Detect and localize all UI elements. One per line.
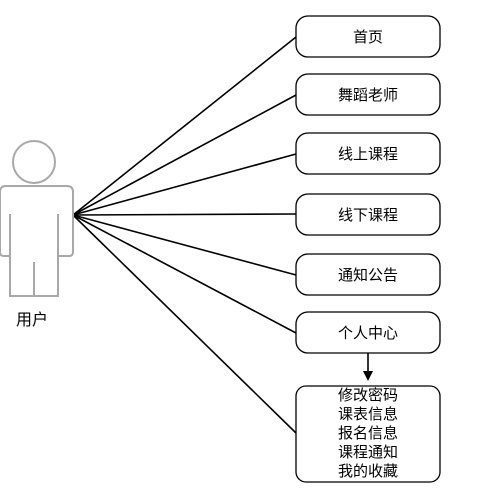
use-case-label: 舞蹈老师 xyxy=(338,86,398,104)
association-lines xyxy=(72,36,297,434)
sub-function-item: 报名信息 xyxy=(338,424,398,442)
actor-label: 用户 xyxy=(16,310,48,329)
sub-function-item: 修改密码 xyxy=(338,386,398,404)
association-line-online-course xyxy=(72,153,297,216)
sub-function-item: 我的收藏 xyxy=(338,462,398,480)
use-case-box xyxy=(295,132,441,175)
sub-function-item: 课程通知 xyxy=(338,443,398,461)
use-case-label: 线上课程 xyxy=(338,145,398,163)
association-line-notice xyxy=(72,214,297,276)
association-line-offline-course xyxy=(72,213,297,216)
use-case-personal-center: 个人中心 xyxy=(295,311,441,354)
use-case-label: 通知公告 xyxy=(338,266,398,284)
sub-function-item: 课表信息 xyxy=(338,405,398,423)
actor-figure xyxy=(0,140,74,297)
actor-head xyxy=(12,140,56,184)
association-line-dance-teacher xyxy=(72,94,297,216)
use-case-label: 个人中心 xyxy=(338,324,398,342)
use-case-notice: 通知公告 xyxy=(295,253,441,296)
use-case-label: 首页 xyxy=(353,28,383,46)
use-case-online-course: 线上课程 xyxy=(295,132,441,175)
association-line-personal-center xyxy=(72,214,297,334)
use-case-label: 线下课程 xyxy=(338,206,398,224)
sub-function-box: 修改密码 课表信息 报名信息 课程通知 我的收藏 xyxy=(295,385,441,483)
sub-function-box-frame xyxy=(295,385,441,483)
use-case-box xyxy=(295,15,441,58)
use-case-dance-teacher: 舞蹈老师 xyxy=(295,73,441,116)
use-case-box xyxy=(295,73,441,116)
association-line-sub-functions xyxy=(72,214,297,434)
use-case-box xyxy=(295,253,441,296)
use-case-home: 首页 xyxy=(295,15,441,58)
use-case-box xyxy=(295,193,441,236)
use-case-offline-course: 线下课程 xyxy=(295,193,441,236)
association-line-home xyxy=(72,36,297,216)
